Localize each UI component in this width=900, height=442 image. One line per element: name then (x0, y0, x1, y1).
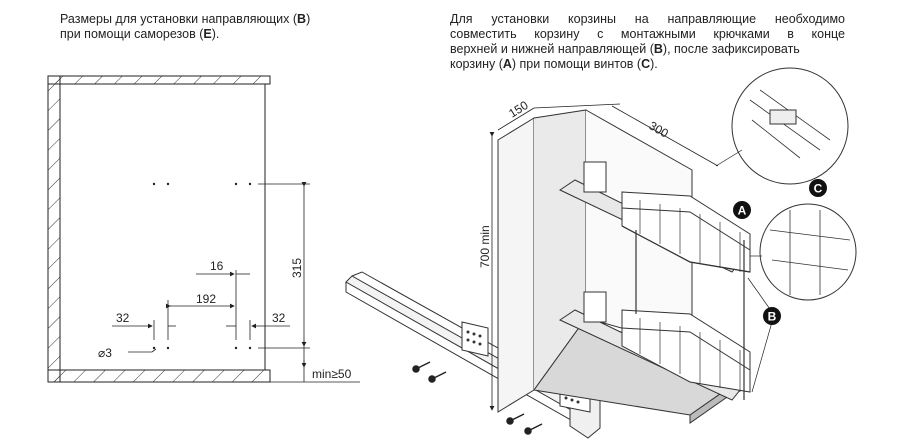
slide-mount-plate-front (461, 321, 489, 357)
left-wall-hatch (47, 75, 61, 383)
screws (412, 361, 543, 435)
callout-a: A (733, 201, 751, 219)
callout-b: B (763, 307, 781, 325)
dim-32-right: 32 (272, 311, 286, 325)
rail-plate-bottom (583, 291, 607, 323)
dim-min50: min≥50 (312, 367, 352, 381)
right-instruction-line-3: верхней и нижней направляющей (B), после… (450, 42, 800, 56)
left-instruction-line-1: Размеры для установки направляющих (B) (60, 12, 311, 26)
lower-holes (152, 346, 252, 350)
dim-192: 192 (196, 292, 216, 306)
detail-circle-right (759, 203, 857, 301)
svg-text:A: A (738, 204, 747, 218)
right-instruction-line-4: корзину (A) при помощи винтов (C). (450, 57, 658, 71)
svg-text:B: B (768, 310, 777, 324)
dim-32-left: 32 (116, 311, 130, 325)
right-instruction: Для установки корзины на направляющие не… (450, 12, 845, 72)
dim-150: 150 (506, 98, 531, 121)
left-instruction-line-2: при помощи саморезов (E). (60, 27, 220, 41)
dim-16: 16 (210, 259, 224, 273)
cabinet-side-view: 315 min≥50 16 192 32 32 ⌀3 (47, 75, 360, 383)
cabinet-isometric (489, 67, 857, 424)
dim-315: 315 (290, 258, 304, 278)
upper-basket (621, 191, 751, 273)
detail-circle-top (731, 67, 849, 185)
dim-hole-diameter: ⌀3 (98, 346, 112, 360)
bottom-wall-hatch (47, 369, 271, 383)
top-wall-hatch (47, 75, 271, 85)
right-instruction-line-1: Для установки корзины на направляющие не… (450, 12, 845, 26)
lower-basket (621, 309, 751, 393)
callout-c: C (809, 179, 827, 197)
rail-plate-top (583, 161, 607, 193)
dim-700-min: 700 min (478, 225, 492, 268)
svg-text:C: C (814, 182, 823, 196)
left-instruction: Размеры для установки направляющих (B) п… (60, 12, 390, 42)
right-instruction-line-2: совместить корзину с монтажными крючками… (450, 27, 845, 41)
upper-holes (152, 182, 252, 186)
